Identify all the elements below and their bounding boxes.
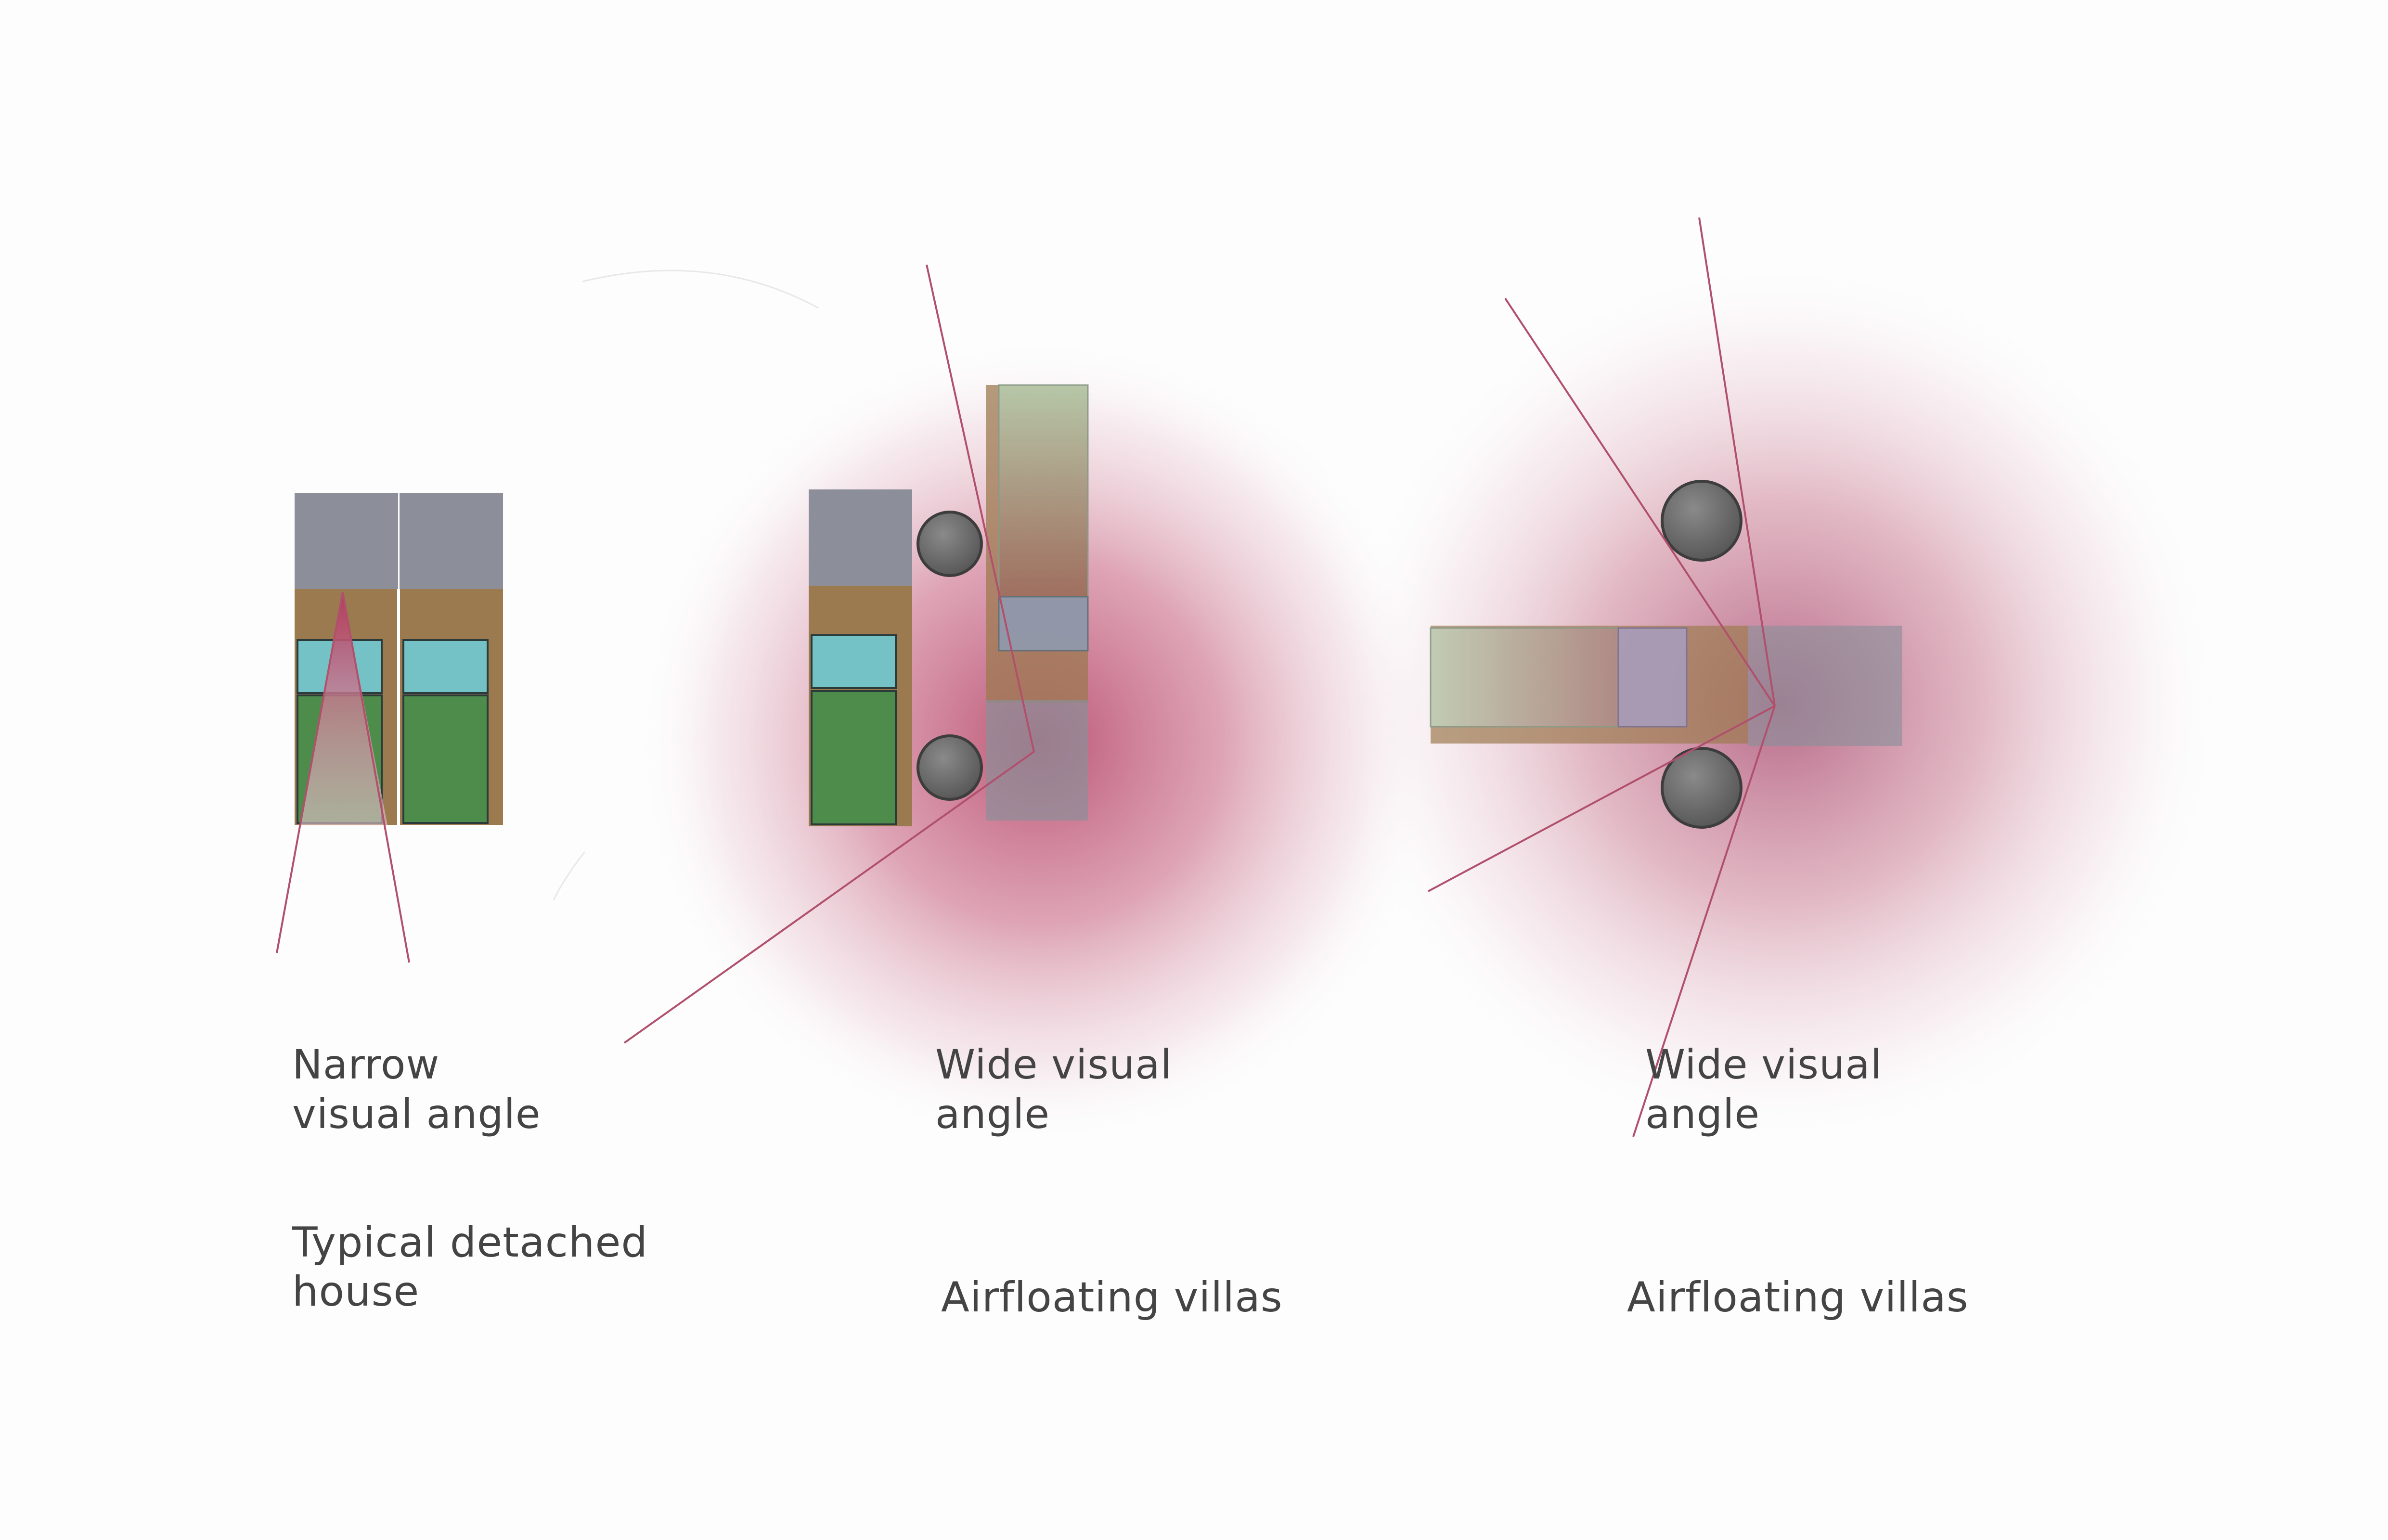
- sight-line2-b: [1698, 217, 1776, 706]
- neighbor-pool: [811, 634, 897, 689]
- sight-line-upper: [926, 264, 1035, 752]
- sight-line2-c: [1428, 705, 1775, 892]
- house-right-garden: [402, 694, 489, 824]
- sight-line-right: [342, 591, 410, 963]
- panel2-caption: Airfloating villas: [941, 1273, 1283, 1322]
- panel1-angle-label-line1: Narrow: [292, 1041, 440, 1088]
- panel1-caption-line1: Typical detached: [292, 1219, 648, 1267]
- narrow-view-cone: [301, 592, 387, 825]
- house-right-pool: [402, 639, 489, 694]
- house-right-roof: [400, 493, 503, 589]
- house-left-roof: [295, 493, 398, 589]
- villa-pool: [998, 596, 1089, 652]
- villa2-roof: [1748, 626, 1902, 746]
- sight-line-left: [276, 591, 344, 953]
- villa-roof: [986, 700, 1088, 821]
- panel-airfloating-villa-1: [623, 264, 1444, 1145]
- panel3-angle-label-line1: Wide visual: [1645, 1041, 1883, 1088]
- viewpoint2-dot-top: [1661, 480, 1743, 562]
- panel3-caption: Airfloating villas: [1627, 1273, 1969, 1322]
- panel1-angle-label-line2: visual angle: [292, 1091, 541, 1138]
- panel2-angle-label-line2: angle: [935, 1091, 1050, 1138]
- villa2-garden: [1430, 627, 1619, 728]
- neighbor-roof: [809, 489, 912, 586]
- panel-typical-house: [276, 270, 819, 963]
- panel1-caption-line2: house: [292, 1268, 420, 1316]
- panel-airfloating-villa-2: [1338, 217, 2224, 1145]
- neighbor-garden: [811, 690, 897, 825]
- sight-line-lower: [623, 751, 1035, 1044]
- viewpoint-dot-bottom: [916, 734, 983, 801]
- villa-garden: [998, 384, 1089, 598]
- panel2-angle-label-line1: Wide visual: [935, 1041, 1173, 1088]
- sight-line2-a: [1504, 297, 1776, 707]
- viewpoint-dot-top: [916, 511, 983, 577]
- panel3-angle-label-line2: angle: [1645, 1091, 1760, 1138]
- sight-line2-d: [1632, 706, 1776, 1137]
- viewpoint2-dot-bottom: [1661, 747, 1743, 829]
- villa2-pool: [1617, 627, 1688, 728]
